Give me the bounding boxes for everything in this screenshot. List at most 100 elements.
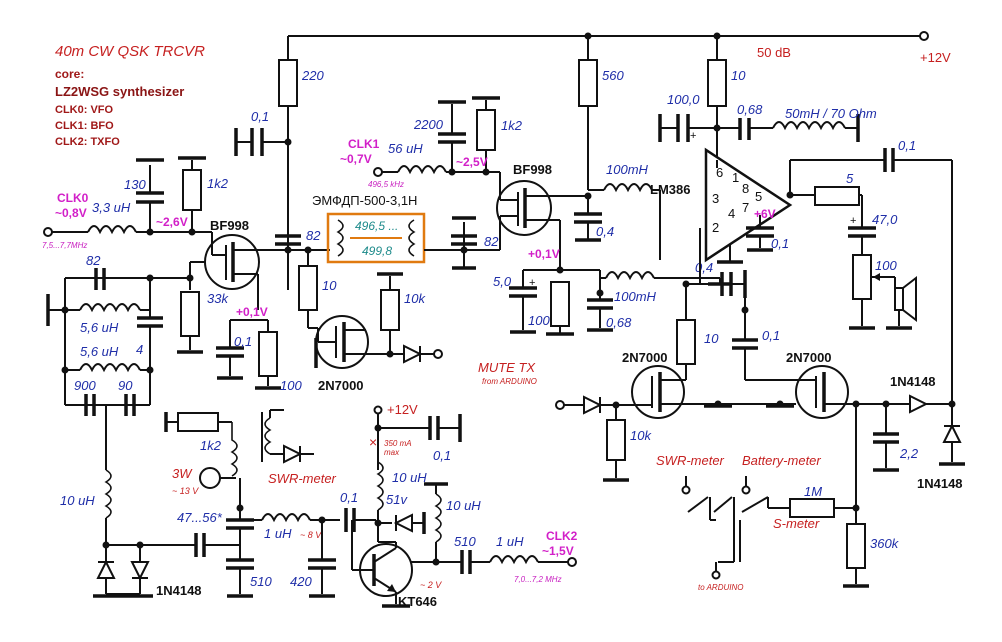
inductor-100mh-b xyxy=(605,271,655,281)
c01c-label: 0,1 xyxy=(771,236,789,251)
meter-switch-a[interactable] xyxy=(687,496,709,513)
antenna-connector[interactable] xyxy=(199,467,221,489)
c130-label: 130 xyxy=(124,177,146,192)
lm386-amplifier xyxy=(704,147,793,263)
inductor-10uh-b xyxy=(376,461,384,511)
r360k-label: 360k xyxy=(870,536,900,551)
inductor-1uh-a xyxy=(261,513,311,523)
v-supply-13: ~ 13 V xyxy=(172,486,199,496)
r100b-label: 100 xyxy=(528,313,550,328)
s-meter-label: S-meter xyxy=(773,516,820,531)
c510a-label: 510 xyxy=(250,574,272,589)
mute-sub: from ARDUINO xyxy=(482,377,537,386)
c420-label: 420 xyxy=(290,574,312,589)
potentiometer-100 xyxy=(852,254,872,300)
svg-text:7: 7 xyxy=(742,200,749,215)
kt646-label: KT646 xyxy=(398,594,437,609)
inductor-50mh xyxy=(772,121,846,131)
tx-control-terminal[interactable] xyxy=(555,400,565,410)
clk1-assignment: CLK1: BFO xyxy=(55,120,114,132)
clk0-freq: 7,5...7,7MHz xyxy=(42,241,87,250)
svg-text:+: + xyxy=(850,215,856,227)
c01g-label: 0,1 xyxy=(433,448,451,463)
v-tank: ~ 8 V xyxy=(300,530,322,540)
swr-transformer xyxy=(230,422,238,477)
v-base: ~ 2 V xyxy=(420,580,442,590)
svg-text:2: 2 xyxy=(712,220,719,235)
mosfet-2n7000-rx xyxy=(631,365,685,419)
c82a-label: 82 xyxy=(306,228,321,243)
resistor-1m xyxy=(789,498,835,518)
resistor-33k xyxy=(180,291,200,337)
diode-clamp-b xyxy=(130,561,150,581)
resistor-1k2-gate xyxy=(182,169,202,211)
r560-label: 560 xyxy=(602,68,624,83)
bf998-1-label: BF998 xyxy=(210,218,249,233)
inductor-56uh xyxy=(397,165,447,175)
meter-switch-b[interactable] xyxy=(741,496,769,513)
inductor-56uh-b xyxy=(79,363,141,373)
r10b-label: 10 xyxy=(731,68,746,83)
tx-12v-label: +12V xyxy=(387,402,418,417)
battery-meter-label: Battery-meter xyxy=(742,453,821,468)
c82b-label: 82 xyxy=(484,234,499,249)
title: 40m CW QSK TRCVR xyxy=(55,43,205,60)
svg-text:×: × xyxy=(369,434,377,450)
svg-text:3: 3 xyxy=(712,191,719,206)
c900-label: 900 xyxy=(74,378,96,393)
resistor-10-supply xyxy=(707,59,727,107)
clk2-terminal[interactable] xyxy=(567,557,577,567)
current-label: 350 mA xyxy=(384,439,412,448)
r10c-label: 10 xyxy=(704,331,719,346)
r1k2a-label: 1k2 xyxy=(207,176,229,191)
gain-label: 50 dB xyxy=(757,45,791,60)
1n4148-c-label: 1N4148 xyxy=(156,583,202,598)
resistor-1k2-swr xyxy=(177,412,219,432)
filter-f2: 499,8 xyxy=(362,244,392,258)
svg-text:+: + xyxy=(690,130,696,142)
battery-switch-contact[interactable] xyxy=(741,485,751,495)
r1k2b-label: 1k2 xyxy=(501,118,523,133)
l56a-label: 5,6 uH xyxy=(80,320,119,335)
mute-terminal[interactable] xyxy=(433,349,443,359)
r10kb-label: 10k xyxy=(630,428,652,443)
1n4148-a-label: 1N4148 xyxy=(890,374,936,389)
2n7000-3-label: 2N7000 xyxy=(786,350,832,365)
mosfet-2n7000-agc xyxy=(795,365,849,419)
inductor-100mh-a xyxy=(603,183,653,193)
tx-12v-terminal[interactable] xyxy=(373,405,383,415)
clk1-name: CLK1 xyxy=(348,137,380,151)
c4-label: 4 xyxy=(136,342,143,357)
clk0-terminal[interactable] xyxy=(43,227,53,237)
clk0-level: ~0,8V xyxy=(55,206,87,220)
vsrc2: +0,1V xyxy=(528,247,560,261)
em-filter-box xyxy=(326,212,426,264)
c510b-label: 510 xyxy=(454,534,476,549)
c90-label: 90 xyxy=(118,378,133,393)
svg-text:+: + xyxy=(529,277,535,289)
1n4148-b-label: 1N4148 xyxy=(917,476,963,491)
svg-text:8: 8 xyxy=(742,181,749,196)
lm386-label: LM386 xyxy=(650,182,690,197)
l10b-label: 10 uH xyxy=(392,470,427,485)
r1m-label: 1M xyxy=(804,484,822,499)
clk2-assignment: CLK2: TXFO xyxy=(55,136,120,148)
supply-12v-label: +12V xyxy=(920,50,951,65)
synth-label: LZ2WSG synthesizer xyxy=(55,84,184,99)
l1a-label: 1 uH xyxy=(264,526,292,541)
resistor-560 xyxy=(578,59,598,107)
c22-label: 2,2 xyxy=(899,446,919,461)
diode-1n4148-b xyxy=(942,423,962,443)
arduino-terminal[interactable] xyxy=(711,570,721,580)
clk1-terminal[interactable] xyxy=(373,167,383,177)
c1000-label: 100,0 xyxy=(667,92,700,107)
c04b-label: 0,4 xyxy=(695,260,713,275)
c4756-label: 47...56* xyxy=(177,510,223,525)
clk2-name: CLK2 xyxy=(546,529,578,543)
svg-text:4: 4 xyxy=(728,206,735,221)
swr-switch-contact[interactable] xyxy=(681,485,691,495)
l10c-label: 10 uH xyxy=(446,498,481,513)
c068b-label: 0,68 xyxy=(737,102,763,117)
svg-text:1: 1 xyxy=(732,170,739,185)
2n7000-2-label: 2N7000 xyxy=(622,350,668,365)
